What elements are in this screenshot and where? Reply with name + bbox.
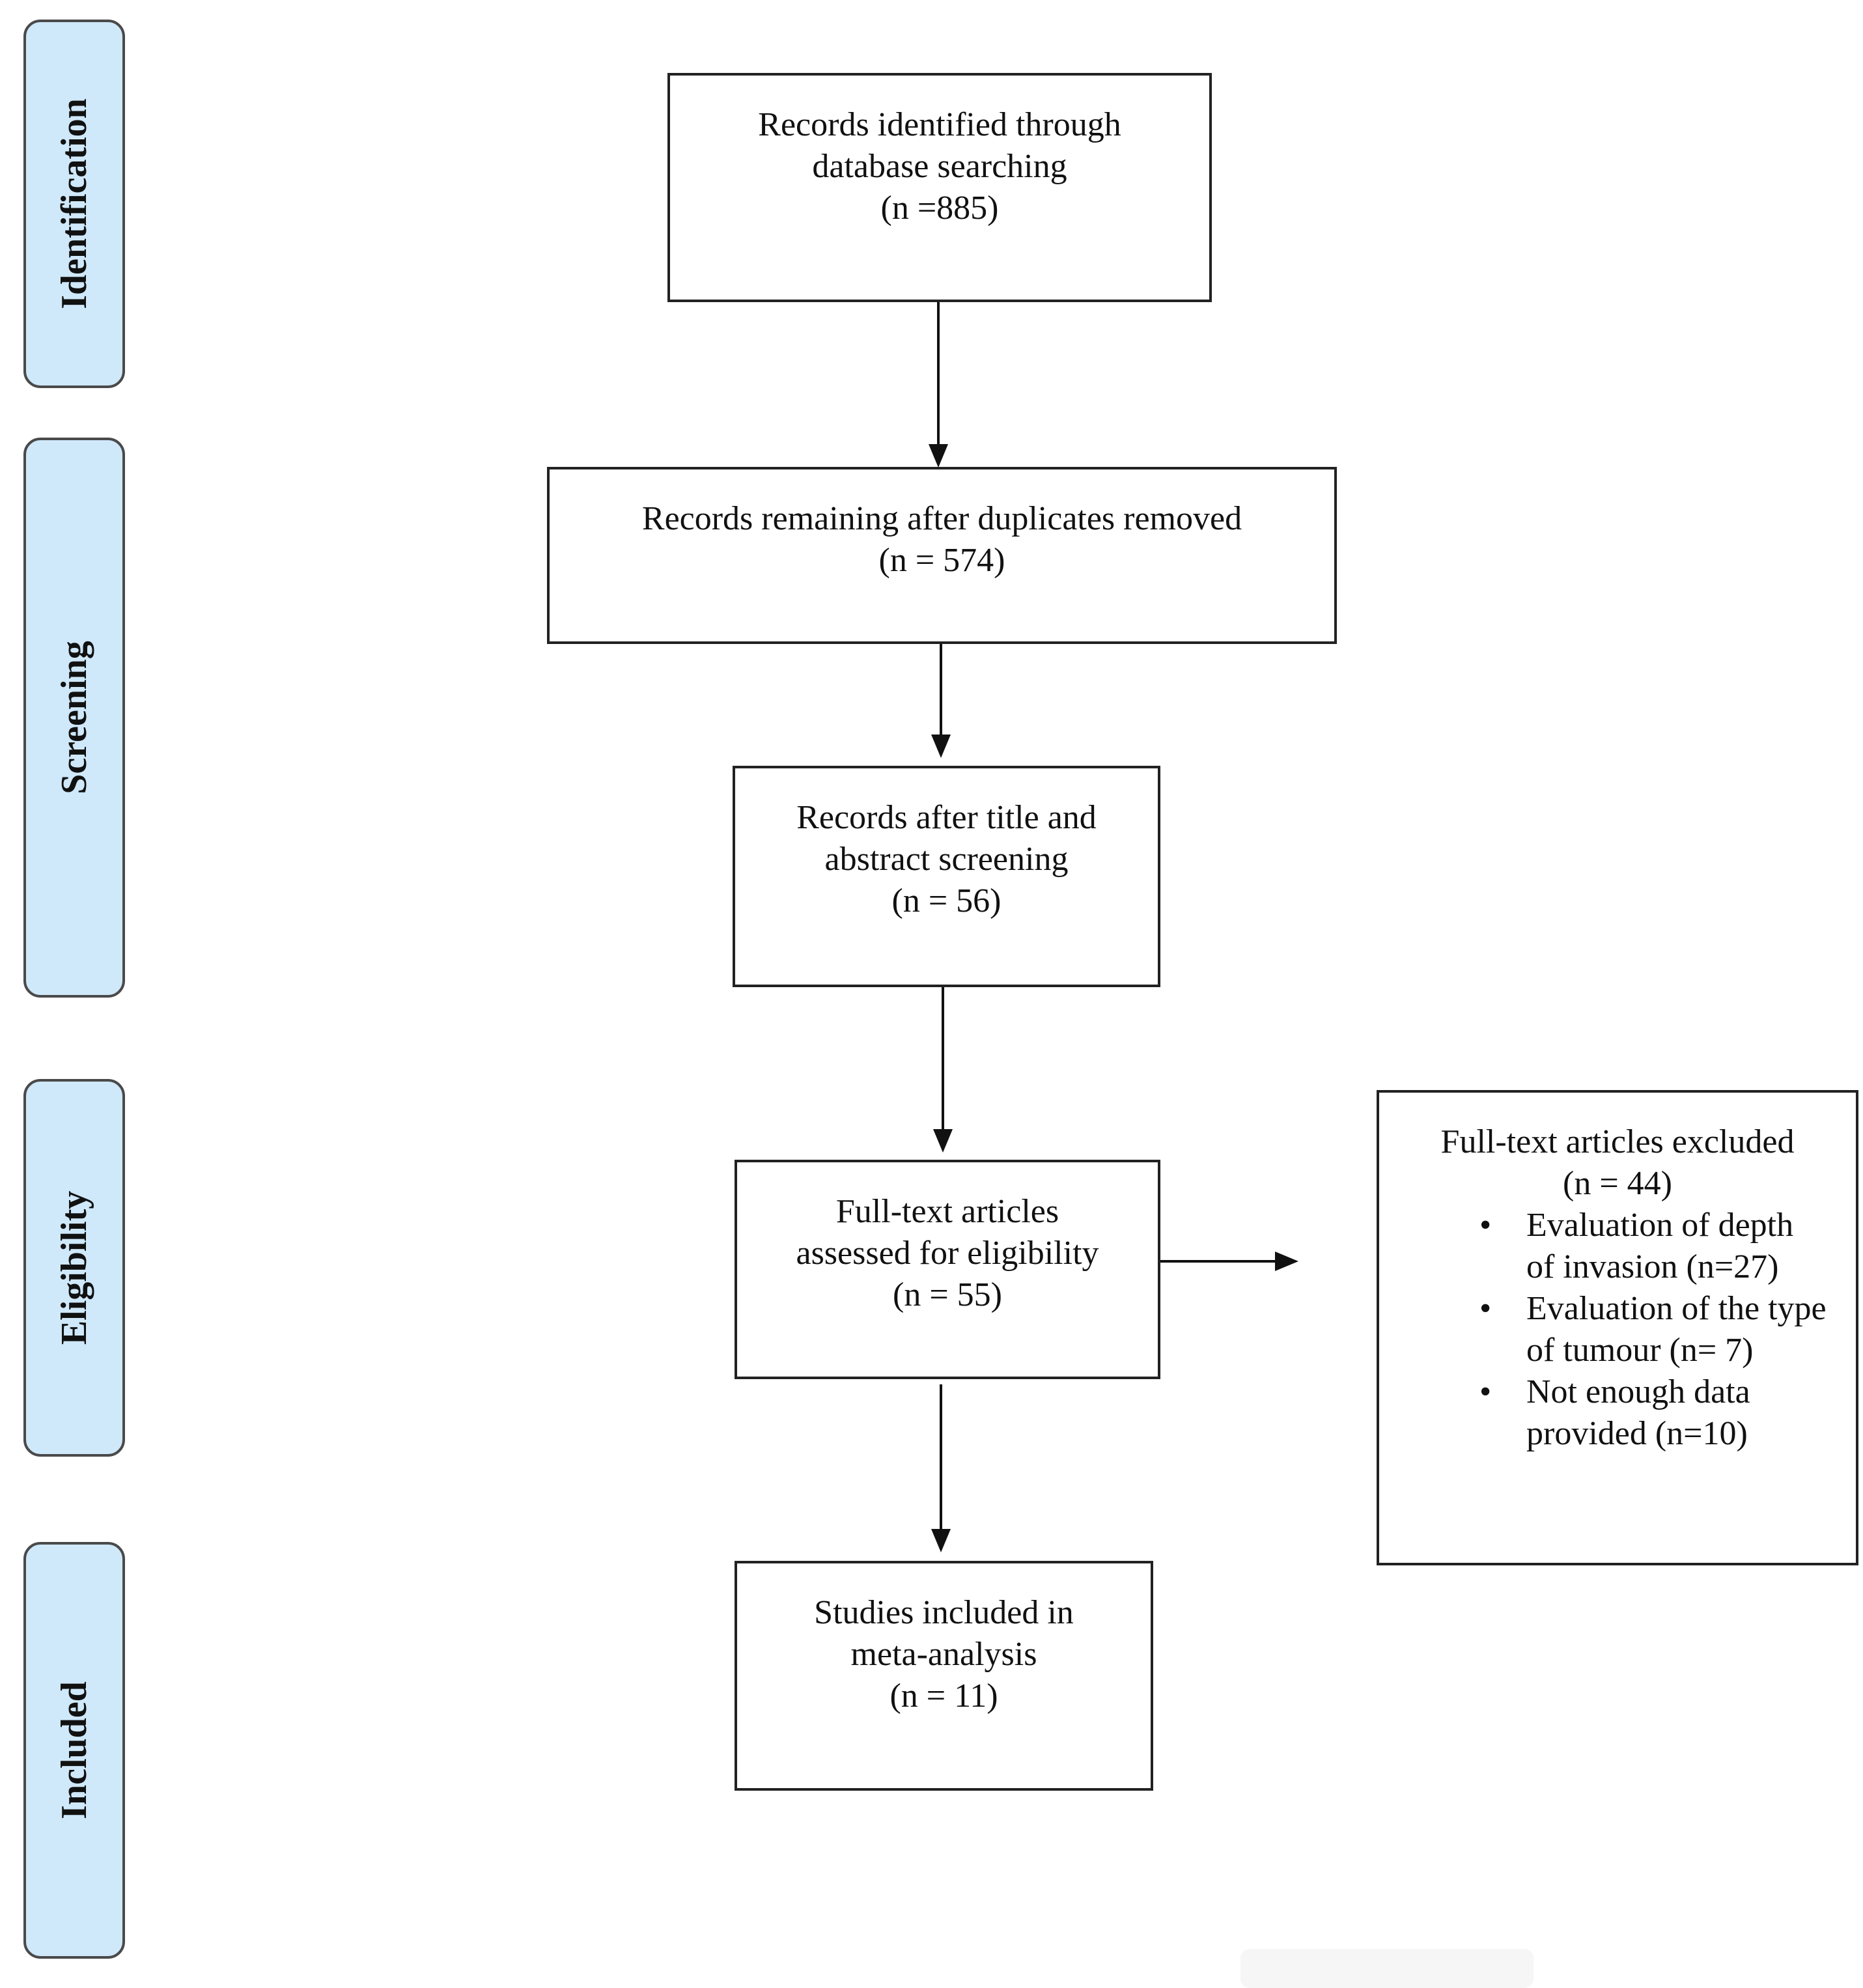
watermark-box — [1240, 1949, 1534, 1988]
excluded-reasons-list: Evaluation of depth of invasion (n=27) E… — [1399, 1205, 1836, 1455]
arrowhead — [929, 444, 948, 468]
excluded-reason: Evaluation of the type of tumour (n= 7) — [1399, 1288, 1836, 1371]
excluded-reason: Not enough data provided (n=10) — [1399, 1371, 1836, 1455]
stage-screening-label: Screening — [54, 641, 94, 794]
records-identified-line1: Records identified through — [758, 106, 1121, 143]
arrowhead — [931, 735, 951, 758]
stage-eligibility-label: Eligibility — [54, 1190, 94, 1345]
full-text-assessed-line2: assessed for eligibility — [796, 1235, 1099, 1272]
arrowhead — [931, 1529, 951, 1552]
records-identified-count: (n =885) — [880, 189, 999, 227]
duplicates-removed-count: (n = 574) — [878, 542, 1005, 579]
duplicates-removed-box: Records remaining after duplicates remov… — [547, 467, 1337, 644]
title-abstract-box: Records after title and abstract screeni… — [733, 766, 1160, 987]
excluded-reason: Evaluation of depth of invasion (n=27) — [1399, 1205, 1836, 1288]
excluded-title: Full-text articles excluded — [1440, 1123, 1795, 1160]
stage-eligibility: Eligibility — [23, 1079, 125, 1457]
title-abstract-count: (n = 56) — [891, 882, 1002, 919]
title-abstract-line1: Records after title and — [796, 799, 1097, 836]
studies-included-line1: Studies included in — [814, 1594, 1074, 1631]
stage-identification-label: Identification — [54, 98, 94, 309]
arrowhead — [933, 1129, 953, 1153]
stage-screening: Screening — [23, 438, 125, 998]
full-text-assessed-line1: Full-text articles — [835, 1193, 1059, 1230]
records-identified-line2: database searching — [812, 148, 1067, 185]
arrowhead — [1275, 1252, 1298, 1271]
stage-identification: Identification — [23, 20, 125, 388]
studies-included-box: Studies included in meta-analysis (n = 1… — [735, 1561, 1153, 1791]
full-text-assessed-count: (n = 55) — [893, 1276, 1002, 1313]
studies-included-count: (n = 11) — [889, 1677, 998, 1715]
duplicates-removed-line1: Records remaining after duplicates remov… — [641, 500, 1242, 537]
stage-included-label: Included — [54, 1681, 94, 1819]
title-abstract-line2: abstract screening — [824, 841, 1069, 878]
stage-included: Included — [23, 1542, 125, 1959]
excluded-articles-box: Full-text articles excluded (n = 44) Eva… — [1377, 1090, 1858, 1565]
excluded-count: (n = 44) — [1563, 1165, 1672, 1202]
records-identified-box: Records identified through database sear… — [667, 73, 1212, 302]
full-text-assessed-box: Full-text articles assessed for eligibil… — [735, 1160, 1160, 1379]
studies-included-line2: meta-analysis — [850, 1636, 1037, 1673]
